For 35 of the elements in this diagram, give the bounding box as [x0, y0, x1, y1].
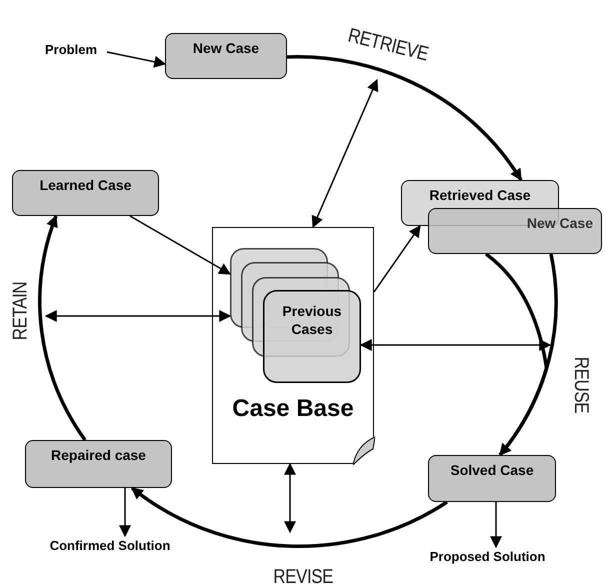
cycle-arrow [286, 55, 522, 181]
arrow [130, 215, 232, 275]
node-label: Proposed Solution [430, 548, 546, 566]
phase-label: RETRIEVE [344, 23, 432, 68]
node-label: New Case [526, 214, 593, 233]
arrow [312, 78, 378, 228]
process-box [165, 33, 287, 79]
node-label: Repaired case [51, 446, 146, 465]
arrow [106, 51, 166, 68]
phase-label: REVISE [273, 565, 334, 588]
arrow [360, 339, 552, 351]
process-box [428, 208, 602, 254]
arrow [44, 310, 232, 322]
node-label: Previous Cases [281, 302, 343, 338]
node-label: Confirmed Solution [50, 537, 170, 556]
arrow [490, 502, 502, 548]
arrow [373, 225, 421, 292]
cycle-arrow [130, 486, 448, 548]
card-stack [230, 248, 361, 383]
process-box [12, 170, 159, 216]
process-box [428, 455, 556, 502]
node-label: Solved Case [450, 461, 534, 480]
arrow [284, 462, 296, 534]
node-label: Learned Case [40, 176, 132, 195]
phase-label: RETAIN [8, 282, 32, 340]
node-label: Case Base [232, 394, 354, 424]
cycle-arrow [38, 214, 86, 441]
phase-label: REUSE [569, 356, 594, 414]
document-shape [212, 227, 374, 464]
cycle-arrow [498, 254, 558, 456]
process-box [25, 440, 172, 488]
node-label: Retrieved Case [429, 186, 531, 205]
arrow [119, 488, 131, 538]
node-label: New Case [192, 39, 260, 58]
node-label: Problem [44, 41, 97, 60]
